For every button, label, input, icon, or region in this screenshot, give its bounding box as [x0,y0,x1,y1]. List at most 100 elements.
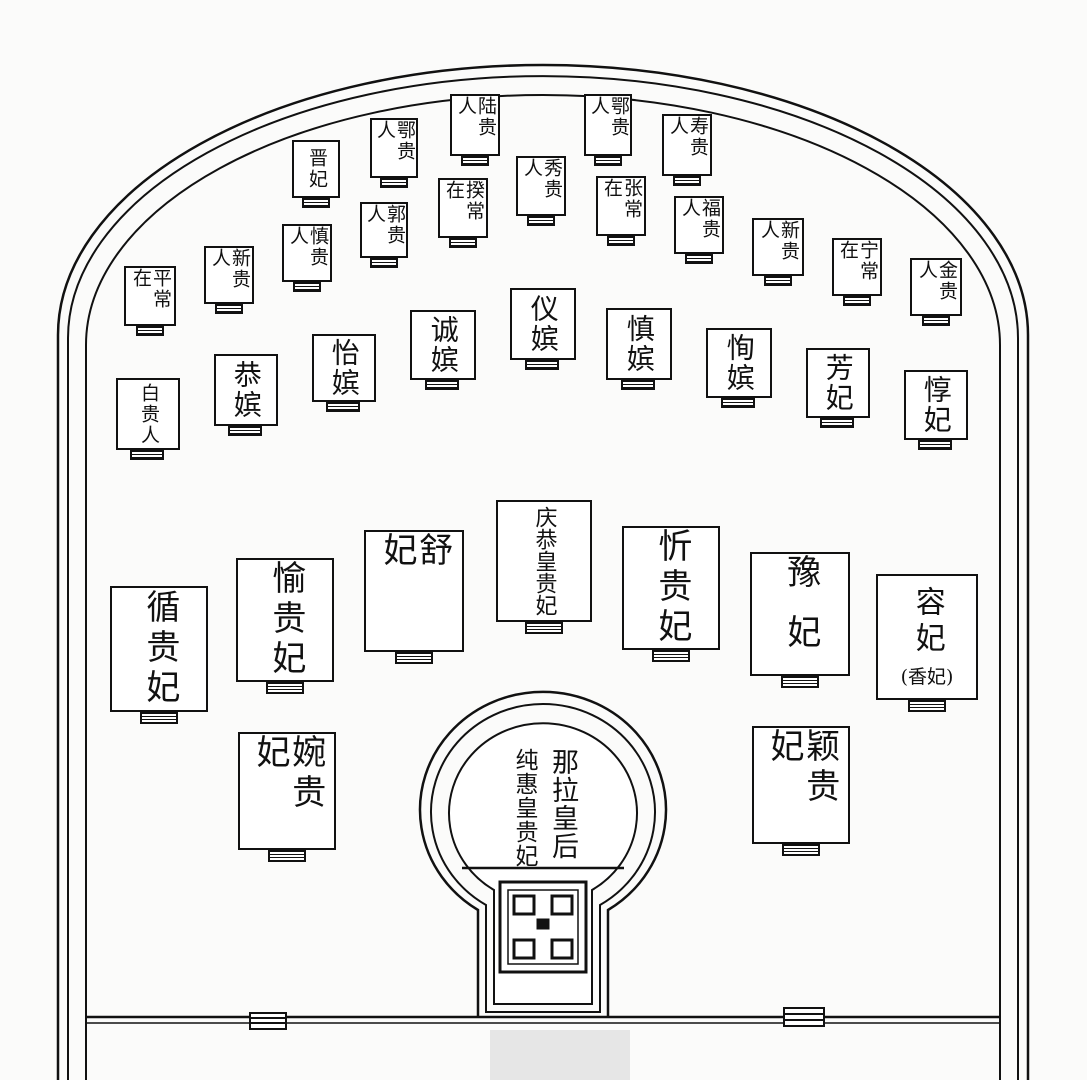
tomb-step [380,178,408,188]
tomb-step [922,316,950,326]
tomb-step [652,650,690,662]
tomb-lower-2: 颖贵妃 [752,726,850,844]
tomb-row4-6: 慎嫔 [606,308,672,380]
tomb-label: 慎贵人 [287,226,329,268]
tomb-step [130,450,164,460]
tomb-row3-6: 金贵人 [910,258,962,316]
tomb-label: 秀贵人 [521,158,563,200]
tomb-label: 寿贵人 [667,116,709,158]
tomb-label: 循贵妃 [139,589,180,709]
tomb-row2-2: 揆常在 [438,178,488,238]
central-tomb-label: 那拉皇后 纯惠皇贵妃 [492,748,596,868]
tomb-label: 揆常在 [443,180,485,222]
tomb-front-6: 豫妃 [750,552,850,676]
tomb-step [293,282,321,292]
tomb-label: 恂嫔 [722,333,756,393]
tomb-label: 诚嫔 [426,315,460,375]
tomb-front-7: 容妃 (香妃) [876,574,978,700]
tomb-label: 芳妃 [821,353,855,413]
bottom-gray-band [490,1030,630,1080]
tomb-step [370,258,398,268]
central-tomb-outline-outer [418,690,668,1018]
tomb-label: 慎嫔 [622,314,656,374]
tomb-label: 新贵人 [209,248,251,290]
tomb-row3-4: 新贵人 [752,218,804,276]
tomb-step [449,238,477,248]
tomb-step [721,398,755,408]
tomb-step [685,254,713,264]
tomb-label: 愉贵妃 [265,560,306,680]
central-tomb-ornament [498,880,588,974]
tomb-row4-5: 仪嫔 [510,288,576,360]
tomb-row4-8: 芳妃 [806,348,870,418]
tomb-row1-4: 鄂贵人 [584,94,632,156]
tomb-row1-2: 鄂贵人 [370,118,418,178]
tomb-step [781,676,819,688]
tomb-step [268,850,306,862]
tomb-step [621,380,655,390]
tomb-label: 怡嫔 [327,338,361,398]
central-tomb-left-column: 纯惠皇贵妃 [511,748,537,868]
tomb-label: 陆贵人 [455,96,497,138]
tomb-step [594,156,622,166]
tomb-step [843,296,871,306]
tomb-row1-5: 寿贵人 [662,114,712,176]
tomb-label: 惇妃 [919,375,953,435]
tomb-step [908,700,946,712]
tomb-label: 郭贵人 [364,204,406,246]
tomb-label: 宁常在 [837,240,879,282]
tomb-row4-4: 诚嫔 [410,310,476,380]
tomb-label: 舒妃 [377,532,453,592]
tomb-label: 庆恭皇贵妃 [531,506,557,616]
tomb-label: 容妃 [909,585,945,658]
tomb-label: 忻贵妃 [651,528,692,648]
tomb-step [918,440,952,450]
tomb-step [425,380,459,390]
tomb-label: 白贵人 [137,382,160,446]
tomb-label: 婉贵妃 [250,734,326,814]
tomb-label: 张常在 [601,178,643,220]
tomb-row1-1: 晋妃 [292,140,340,198]
tomb-label: 晋妃 [305,148,328,190]
tomb-front-4: 庆恭皇贵妃 [496,500,592,622]
tomb-step [140,712,178,724]
tomb-front-3: 舒妃 [364,530,464,652]
tomb-step [820,418,854,428]
tomb-row2-5: 福贵人 [674,196,724,254]
outer-wall [56,63,1030,1080]
tomb-step [525,622,563,634]
tomb-step [326,402,360,412]
tomb-front-2: 愉贵妃 [236,558,334,682]
tomb-note: (香妃) [900,665,954,688]
outer-wall-inner-2 [85,94,1001,1080]
tomb-label: 新贵人 [758,220,800,262]
tomb-label: 仪嫔 [526,294,560,354]
tomb-front-1: 循贵妃 [110,586,208,712]
tomb-row4-7: 恂嫔 [706,328,772,398]
tomb-step [461,156,489,166]
tomb-step [673,176,701,186]
tomb-label: 鄂贵人 [374,120,416,162]
tomb-step [395,652,433,664]
tomb-row3-1: 平常在 [124,266,176,326]
central-tomb-right-column: 那拉皇后 [547,748,578,860]
tomb-label: 恭嫔 [229,360,263,420]
tomb-step [607,236,635,246]
tomb-row3-5: 宁常在 [832,238,882,296]
tomb-step [525,360,559,370]
tomb-step [266,682,304,694]
tomb-row4-3: 怡嫔 [312,334,376,402]
tomb-step [136,326,164,336]
tomb-row4-2: 恭嫔 [214,354,278,426]
tomb-label: 平常在 [130,268,172,310]
tomb-step [302,198,330,208]
tomb-row2-3: 秀贵人 [516,156,566,216]
tomb-lower-1: 婉贵妃 [238,732,336,850]
tomb-label: 福贵人 [679,198,721,240]
tomb-front-5: 忻贵妃 [622,526,720,650]
tomb-row2-1: 郭贵人 [360,202,408,258]
tomb-row2-4: 张常在 [596,176,646,236]
tomb-label: 金贵人 [916,260,958,302]
tomb-label: 鄂贵人 [588,96,630,138]
